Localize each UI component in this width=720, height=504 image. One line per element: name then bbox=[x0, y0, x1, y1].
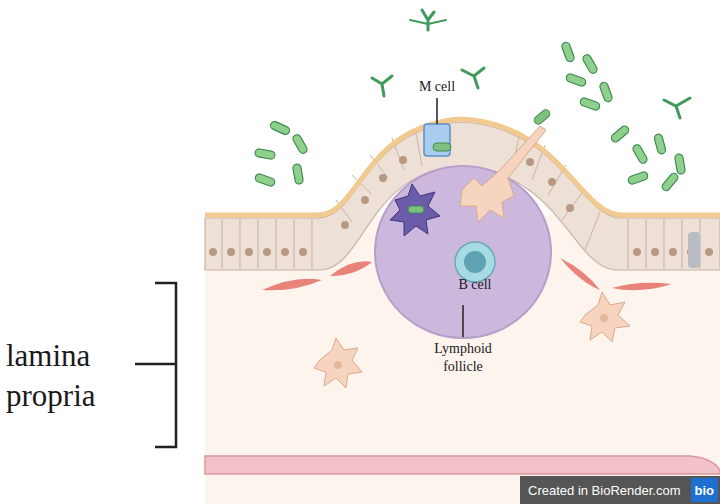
muscularis-band bbox=[205, 456, 720, 474]
node-text: Created in BioRender.com bbox=[528, 483, 680, 498]
region-label: lamina propria bbox=[6, 336, 136, 417]
leader-line bbox=[462, 305, 464, 337]
antibodies bbox=[372, 10, 690, 118]
goblet-cell bbox=[688, 232, 700, 268]
b-cell bbox=[455, 242, 495, 282]
cell-label: B cell bbox=[440, 276, 510, 294]
bracket bbox=[135, 283, 176, 447]
bacterium bbox=[433, 143, 451, 151]
m-cell bbox=[424, 124, 450, 156]
macrophages bbox=[314, 292, 630, 388]
structure-label: Lymphoid follicle bbox=[413, 340, 513, 376]
leader-line bbox=[436, 98, 438, 124]
node-text: bio bbox=[695, 483, 715, 498]
dendritic-cell bbox=[390, 184, 440, 236]
dendritic-cell bbox=[460, 126, 546, 222]
watermark-box: Created in BioRender.com bio bbox=[520, 476, 720, 504]
bacteria bbox=[254, 41, 685, 192]
cell-label: M cell bbox=[400, 78, 474, 96]
logo-box: bio bbox=[691, 478, 719, 502]
